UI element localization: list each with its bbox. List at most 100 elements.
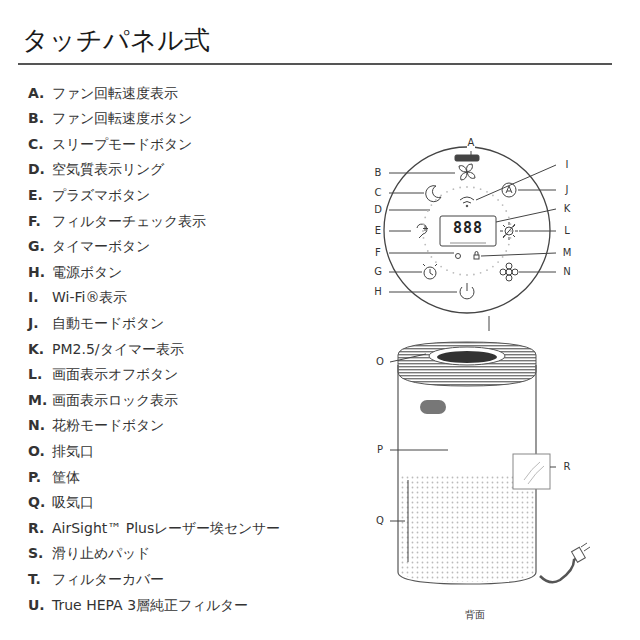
- callout-letter: P: [376, 444, 384, 456]
- part-name: スリープモードボタン: [52, 136, 192, 153]
- part-name: 画面表示オフボタン: [52, 366, 178, 383]
- part-name: ファン回転速度表示: [52, 85, 178, 102]
- ring-dot: [424, 217, 426, 219]
- callout-letter: J: [565, 184, 570, 196]
- list-letter: M.: [28, 392, 47, 409]
- ring-dot: [497, 199, 499, 201]
- ring-dot: [423, 223, 425, 225]
- control-panel: [384, 147, 556, 331]
- ring-dot: [440, 195, 442, 197]
- list-letter: F.: [28, 213, 41, 230]
- part-name: 排気口: [52, 443, 94, 460]
- ring-dot: [473, 274, 475, 276]
- part-name: 滑り止めパッド: [52, 545, 150, 562]
- list-letter: R.: [28, 520, 44, 537]
- list-letter: S.: [28, 545, 43, 562]
- ring-dot: [427, 250, 429, 252]
- part-name: 自動モードボタン: [52, 315, 164, 332]
- list-letter: G.: [28, 238, 45, 255]
- ring-dot: [435, 199, 437, 201]
- callout-letter: B: [374, 167, 383, 179]
- ring-dot: [510, 237, 512, 239]
- ring-dot: [492, 195, 494, 197]
- title-rule: [18, 63, 612, 65]
- ring-dot: [453, 188, 455, 190]
- list-letter: H.: [28, 264, 45, 281]
- ring-dot: [446, 191, 448, 193]
- ring-dot: [510, 223, 512, 225]
- ring-dot: [422, 230, 424, 232]
- ring-dot: [431, 256, 433, 258]
- callout-letter: I: [565, 159, 570, 171]
- list-letter: L.: [28, 366, 42, 383]
- list-letter: A.: [28, 85, 44, 102]
- ring-dot: [423, 237, 425, 239]
- ring-dot: [446, 269, 448, 271]
- list-letter: J.: [28, 315, 39, 332]
- callout-letter: C: [374, 187, 383, 199]
- callout-letter: Q: [375, 515, 385, 527]
- list-letter: D.: [28, 161, 45, 178]
- part-name: 筐体: [52, 469, 80, 486]
- page-title: タッチパネル式: [22, 25, 210, 56]
- ring-dot: [466, 274, 468, 276]
- ring-dot: [505, 210, 507, 212]
- ring-dot: [510, 230, 512, 232]
- ring-dot: [440, 266, 442, 268]
- list-letter: P.: [28, 469, 41, 486]
- list-letter: C.: [28, 136, 44, 153]
- view-caption: 背面: [465, 609, 485, 621]
- callout-letter: N: [562, 266, 571, 278]
- callout-letter: G: [373, 266, 383, 278]
- part-name: タイマーボタン: [52, 238, 150, 255]
- part-name: 画面表示ロック表示: [52, 392, 178, 409]
- ring-dot: [486, 191, 488, 193]
- callout-letter: O: [375, 356, 385, 368]
- callout-letter: K: [563, 203, 572, 215]
- ring-dot: [502, 204, 504, 206]
- list-letter: T.: [28, 571, 41, 588]
- air-quality-ring: [422, 186, 512, 276]
- ring-dot: [435, 261, 437, 263]
- callout-letter: A: [467, 137, 476, 149]
- list-letter: E.: [28, 187, 43, 204]
- ring-dot: [508, 244, 510, 246]
- ring-dot: [459, 274, 461, 276]
- part-name: PM2.5/タイマー表示: [52, 341, 184, 358]
- ring-dot: [473, 187, 475, 189]
- ring-dot: [492, 266, 494, 268]
- ring-dot: [480, 272, 482, 274]
- ring-dot: [505, 250, 507, 252]
- list-letter: O.: [28, 443, 45, 460]
- ring-dot: [459, 187, 461, 189]
- ring-dot: [508, 217, 510, 219]
- part-name: 電源ボタン: [52, 264, 122, 281]
- ring-dot: [453, 272, 455, 274]
- part-name: 空気質表示リング: [52, 161, 164, 178]
- callout-letter: D: [373, 204, 383, 216]
- ring-dot: [431, 204, 433, 206]
- callout-letter: M: [562, 247, 573, 259]
- list-letter: B.: [28, 110, 44, 127]
- part-name: Wi-Fi®表示: [52, 289, 127, 306]
- list-letter: I.: [28, 289, 39, 306]
- callout-letter: H: [373, 286, 383, 298]
- ring-dot: [486, 269, 488, 271]
- part-name: True HEPA 3層純正フィルター: [52, 597, 248, 614]
- ring-dot: [466, 186, 468, 188]
- ring-dot: [497, 261, 499, 263]
- callout-letter: R: [563, 461, 572, 473]
- display-digits: 888: [453, 219, 483, 237]
- callout-letter: E: [374, 225, 382, 237]
- part-name: ファン回転速度ボタン: [52, 110, 192, 127]
- callout-letter: L: [563, 225, 571, 237]
- ring-dot: [424, 244, 426, 246]
- ring-dot: [502, 256, 504, 258]
- list-letter: N.: [28, 417, 45, 434]
- list-letter: Q.: [28, 494, 45, 511]
- part-name: プラズマボタン: [52, 187, 150, 204]
- ring-dot: [427, 210, 429, 212]
- list-letter: K.: [28, 341, 44, 358]
- part-name: 花粉モードボタン: [52, 417, 164, 434]
- list-letter: U.: [28, 597, 45, 614]
